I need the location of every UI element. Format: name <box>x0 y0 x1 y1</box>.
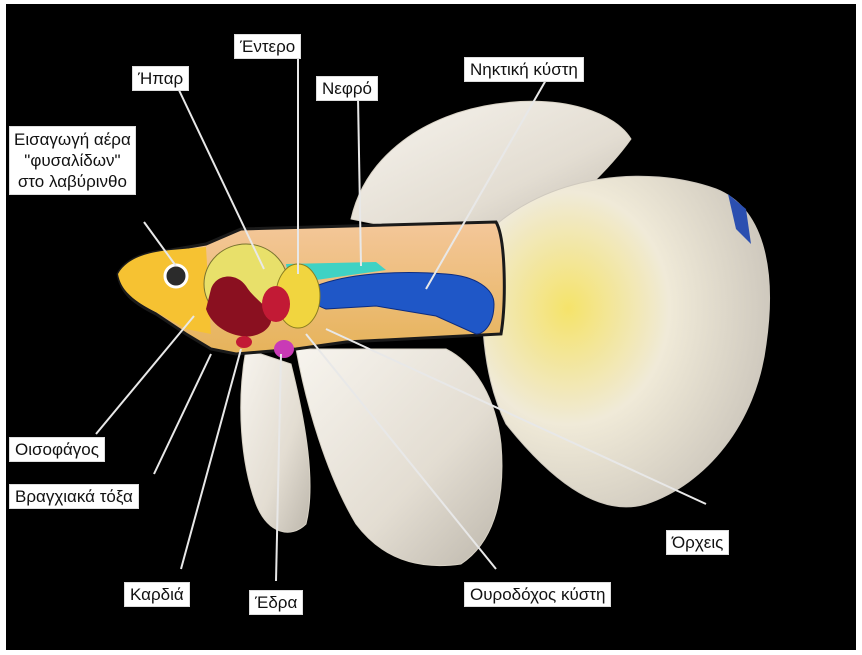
line-kardia <box>181 349 241 569</box>
label-hpar: Ήπαρ <box>132 66 189 91</box>
label-oisofagos: Οισοφάγος <box>9 437 105 462</box>
label-eisagogi-line2: "φυσαλίδων" <box>14 150 131 171</box>
label-edra: Έδρα <box>249 590 303 615</box>
anus-marker <box>274 340 294 358</box>
pelvic-fin <box>241 349 310 532</box>
line-oisofagos <box>96 316 194 434</box>
label-orxeis: Όρχεις <box>666 530 729 555</box>
gill-detail-2 <box>236 336 252 348</box>
line-vragxiaka <box>154 354 211 474</box>
label-kardia: Καρδιά <box>124 582 190 607</box>
label-nefro: Νεφρό <box>316 76 378 101</box>
label-eisagogi-line1: Εισαγωγή αέρα <box>14 129 131 150</box>
label-eisagogi-line3: στο λαβύρινθο <box>14 171 131 192</box>
gill-detail <box>262 286 290 322</box>
label-ourodoxos: Ουροδόχος κύστη <box>464 582 611 607</box>
label-vragxiaka: Βραγχιακά τόξα <box>9 484 139 509</box>
caudal-fin <box>482 176 769 507</box>
diagram-canvas: Έντερο Ήπαρ Νεφρό Νηκτική κύστη Εισαγωγή… <box>6 4 856 650</box>
label-entero: Έντερο <box>234 34 301 59</box>
label-eisagogi: Εισαγωγή αέρα "φυσαλίδων" στο λαβύρινθο <box>9 126 136 195</box>
label-nhktikh: Νηκτική κύστη <box>464 57 584 82</box>
anal-fin <box>296 349 502 566</box>
fish-eye <box>165 265 187 287</box>
